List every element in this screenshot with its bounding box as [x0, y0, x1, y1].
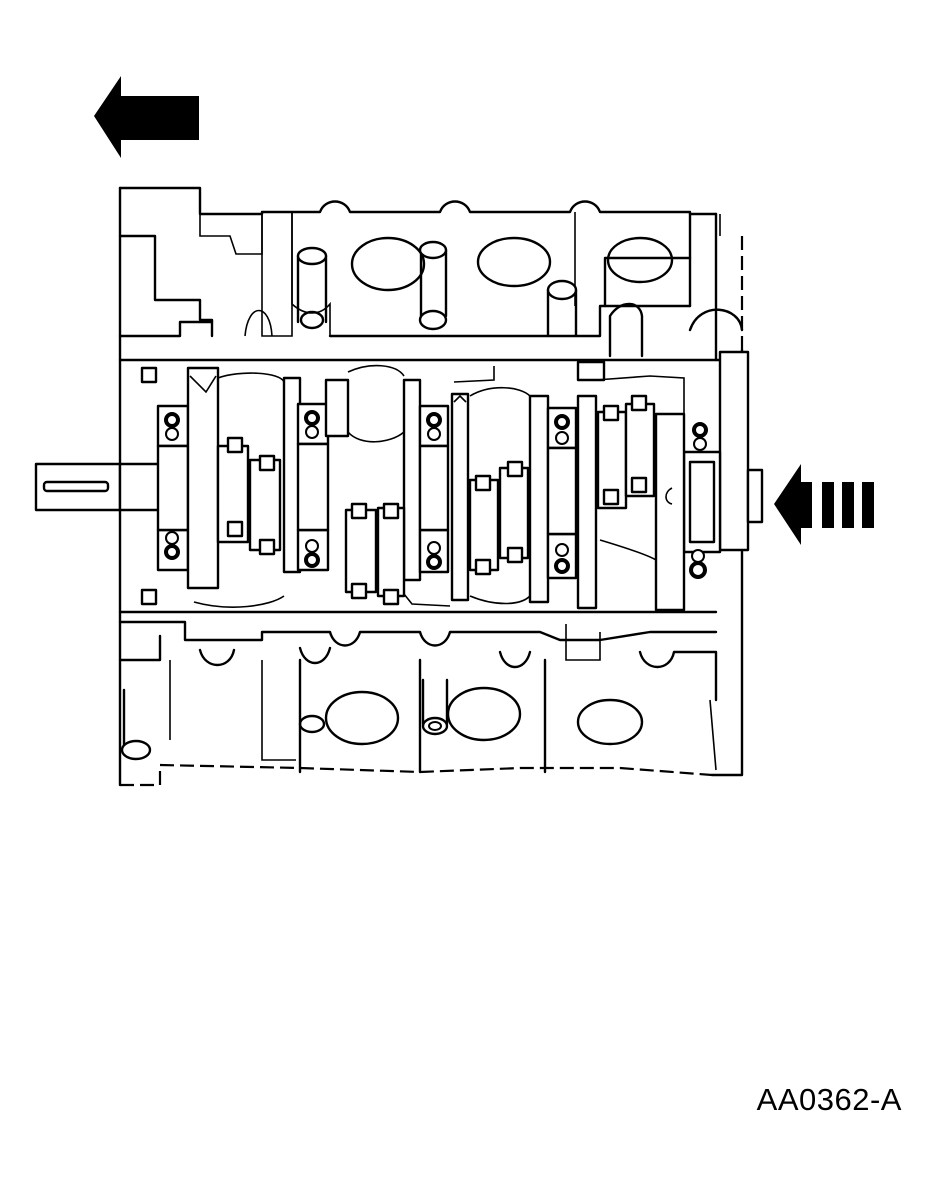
main-bearing-caps [140, 360, 708, 612]
crank-counterweights [193, 364, 685, 608]
connecting-rod-caps [216, 394, 656, 606]
engine-block-outline [118, 186, 744, 787]
figure-code-label: AA0362-A [756, 1082, 902, 1117]
lower-cylinder-bores [120, 678, 644, 761]
solid-left-arrow-icon [94, 76, 199, 158]
dashed-left-arrow-icon [774, 464, 874, 545]
rear-seal-flange [682, 350, 764, 554]
crankshaft-nose [34, 462, 162, 512]
upper-cylinder-bores [296, 236, 674, 338]
